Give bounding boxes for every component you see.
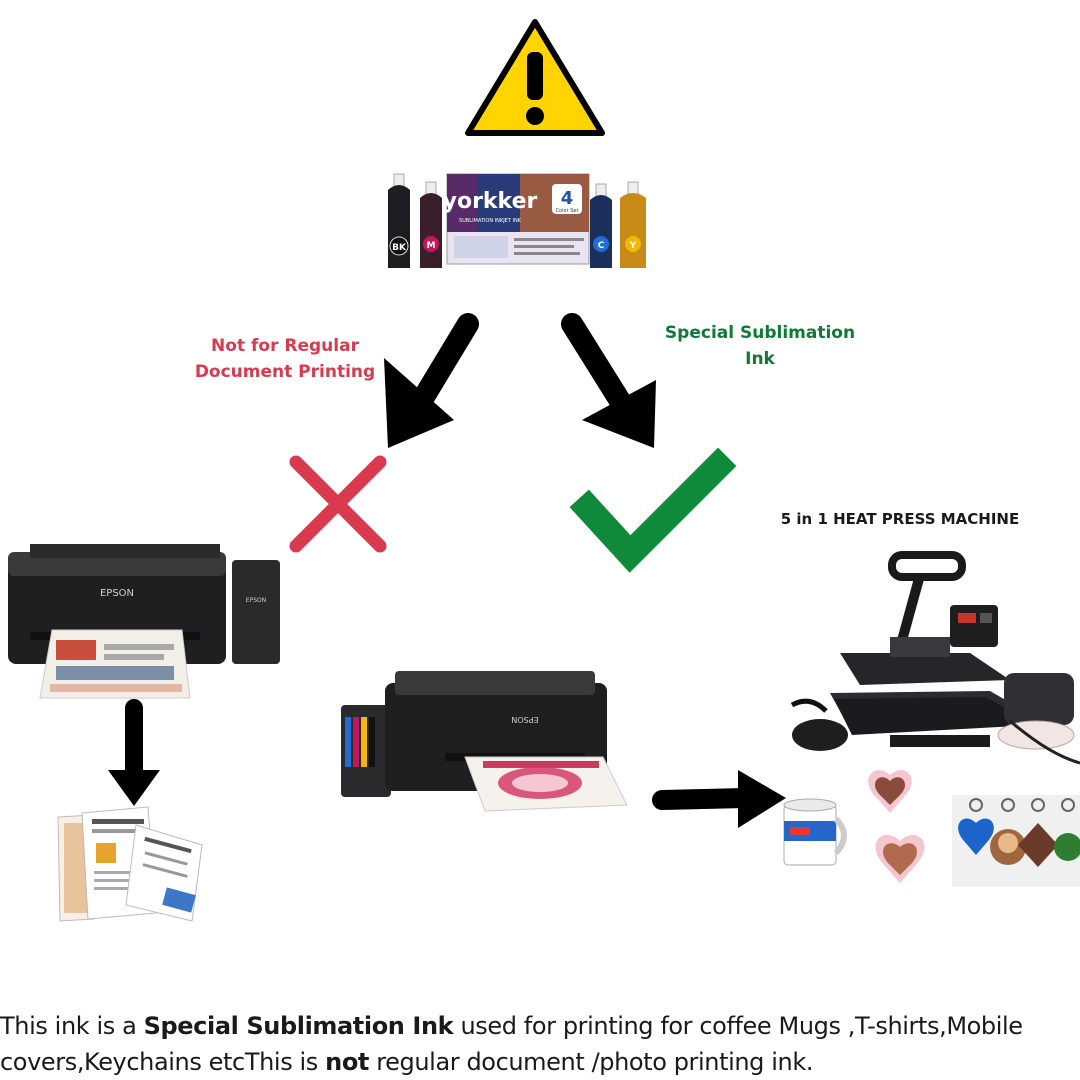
caption-part1: This ink is a bbox=[0, 1012, 144, 1040]
color-set-number: 4 bbox=[561, 188, 574, 209]
sublimation-products-image bbox=[783, 770, 1080, 887]
not-for-regular-line2: Document Printing bbox=[194, 362, 376, 382]
bottle-label-y: Y bbox=[629, 241, 637, 251]
warning-icon bbox=[465, 19, 605, 136]
special-sublimation-line1: Special Sublimation bbox=[664, 323, 856, 343]
arrow-right-icon bbox=[652, 770, 786, 828]
arrow-down-right-icon bbox=[561, 313, 656, 448]
documents-image bbox=[57, 806, 203, 922]
ink-product-image: yorkker SUBLIMATION INKJET INK 4 Color S… bbox=[388, 173, 646, 268]
heat-press-label: 5 in 1 HEAT PRESS MACHINE bbox=[780, 510, 1020, 528]
arrows-layer bbox=[108, 313, 786, 828]
sublimation-printer-image: EPSON bbox=[341, 671, 628, 812]
caption-part2: used for printing for coffee Mugs ,T-shi… bbox=[0, 1012, 1023, 1076]
not-for-regular-label: Not for Regular Document Printing bbox=[180, 333, 390, 385]
description-caption: This ink is a Special Sublimation Ink us… bbox=[0, 1008, 1080, 1080]
middle-printer-brand: EPSON bbox=[511, 715, 538, 724]
cross-icon bbox=[289, 455, 387, 553]
arrow-down-icon bbox=[108, 699, 160, 806]
document-printer-image: EPSON EPSON bbox=[8, 544, 280, 699]
keychains-image bbox=[952, 795, 1080, 887]
cyan-ink-bottle: C bbox=[590, 183, 612, 268]
left-printer-brand: EPSON bbox=[100, 588, 134, 599]
bottle-label-c: C bbox=[598, 241, 605, 251]
yellow-ink-bottle: Y bbox=[620, 181, 646, 268]
black-ink-bottle: BK bbox=[388, 173, 410, 268]
ink-subtitle-text: SUBLIMATION INKJET INK bbox=[459, 218, 522, 224]
caption-bold-not: not bbox=[325, 1048, 369, 1076]
heat-press-machine-image bbox=[790, 551, 1080, 765]
bottle-label-bk: BK bbox=[392, 243, 407, 253]
arrow-down-left-icon bbox=[384, 313, 479, 448]
bottle-label-m: M bbox=[427, 241, 436, 251]
check-icon bbox=[569, 447, 737, 573]
heart-pillow-image bbox=[868, 770, 925, 883]
caption-bold-special: Special Sublimation Ink bbox=[143, 1012, 454, 1040]
not-for-regular-line1: Not for Regular bbox=[211, 336, 359, 356]
color-set-text: Color Set bbox=[556, 208, 579, 214]
ink-brand-text: yorkker bbox=[443, 189, 538, 214]
coffee-mug-image bbox=[783, 798, 847, 866]
left-tank-brand: EPSON bbox=[246, 597, 266, 604]
special-sublimation-label: Special Sublimation Ink bbox=[655, 320, 865, 372]
magenta-ink-bottle: M bbox=[420, 181, 442, 268]
special-sublimation-line2: Ink bbox=[745, 349, 775, 369]
caption-part3: regular document /photo printing ink. bbox=[369, 1048, 814, 1076]
